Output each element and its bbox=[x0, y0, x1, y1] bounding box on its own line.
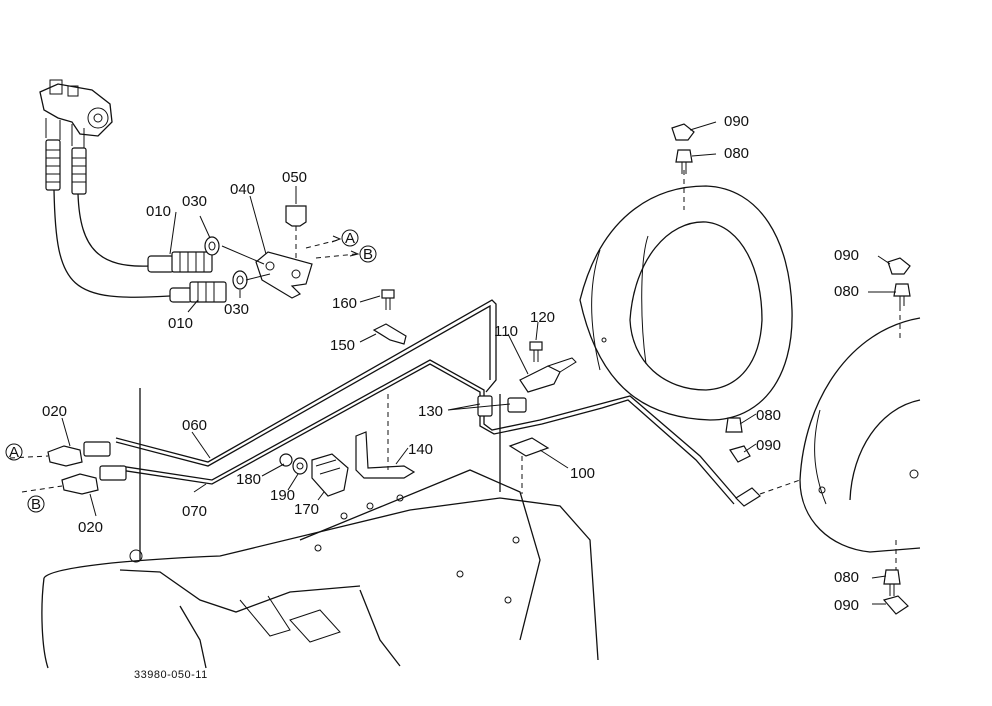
connection-label-b-top: B bbox=[363, 246, 373, 263]
tire-upper bbox=[579, 170, 793, 421]
callout-030-upper: 030 bbox=[182, 193, 207, 210]
drawing-reference-number: 33980-050-11 bbox=[134, 669, 208, 681]
plate-100 bbox=[508, 437, 550, 494]
grease-fitting-top-2 bbox=[887, 257, 911, 306]
control-valve bbox=[39, 79, 113, 150]
callout-020-upper: 020 bbox=[42, 403, 67, 420]
fitting-020-lower bbox=[21, 465, 127, 495]
pipe-end-fitting bbox=[735, 479, 801, 507]
callout-110: 110 bbox=[494, 323, 518, 340]
connection-arrows-top bbox=[305, 229, 377, 263]
hose-010-lower bbox=[53, 189, 227, 303]
plug-050 bbox=[285, 205, 307, 262]
transmission-housing bbox=[41, 388, 599, 669]
washer-190 bbox=[292, 457, 308, 475]
clamp-170 bbox=[311, 453, 349, 497]
bolt-120 bbox=[529, 341, 543, 362]
bracket-140 bbox=[355, 394, 416, 479]
callout-040: 040 bbox=[230, 181, 255, 198]
pipe-070 bbox=[119, 359, 739, 505]
washer-030-lower bbox=[232, 270, 248, 290]
leader-lines bbox=[61, 121, 896, 605]
bracket-040 bbox=[221, 245, 313, 299]
connection-label-b-left: B bbox=[31, 496, 41, 513]
grease-fitting-mid bbox=[725, 417, 751, 463]
callout-080-right: 080 bbox=[834, 283, 859, 300]
callout-120: 120 bbox=[530, 309, 555, 326]
grease-fitting-bottom bbox=[882, 569, 909, 615]
callout-100: 100 bbox=[570, 465, 595, 482]
callout-080-top: 080 bbox=[724, 145, 749, 162]
connection-label-a-top: A bbox=[345, 230, 355, 247]
callout-160: 160 bbox=[332, 295, 357, 312]
bolt-180 bbox=[279, 453, 293, 467]
bolt-160 bbox=[381, 289, 395, 310]
callout-070: 070 bbox=[182, 503, 207, 520]
callout-090-mid: 090 bbox=[756, 437, 781, 454]
washer-030-upper bbox=[204, 236, 220, 256]
connection-markers-left bbox=[5, 443, 45, 513]
clamp-150 bbox=[372, 323, 407, 345]
hose-010-upper bbox=[77, 193, 213, 273]
connection-label-a-left: A bbox=[9, 444, 19, 461]
callout-090-bottom: 090 bbox=[834, 597, 859, 614]
callout-190: 190 bbox=[270, 487, 295, 504]
callout-080-mid: 080 bbox=[756, 407, 781, 424]
callout-010-upper: 010 bbox=[146, 203, 171, 220]
callout-030-lower: 030 bbox=[224, 301, 249, 318]
pipe-060 bbox=[115, 299, 497, 467]
grease-fitting-top-1 bbox=[671, 123, 695, 174]
callout-150: 150 bbox=[330, 337, 355, 354]
callout-140: 140 bbox=[408, 441, 433, 458]
callout-170: 170 bbox=[294, 501, 319, 518]
bracket-110 bbox=[519, 357, 577, 393]
callout-010-lower: 010 bbox=[168, 315, 193, 332]
callout-020-lower: 020 bbox=[78, 519, 103, 536]
fitting-020-upper bbox=[9, 441, 111, 467]
callout-090-top: 090 bbox=[724, 113, 749, 130]
hose-fittings-at-valve bbox=[45, 139, 87, 195]
callout-180: 180 bbox=[236, 471, 261, 488]
tire-lower bbox=[799, 306, 921, 574]
callout-090-right: 090 bbox=[834, 247, 859, 264]
callout-050: 050 bbox=[282, 169, 307, 186]
callout-130: 130 bbox=[418, 403, 443, 420]
callout-060: 060 bbox=[182, 417, 207, 434]
callout-080-bottom: 080 bbox=[834, 569, 859, 586]
